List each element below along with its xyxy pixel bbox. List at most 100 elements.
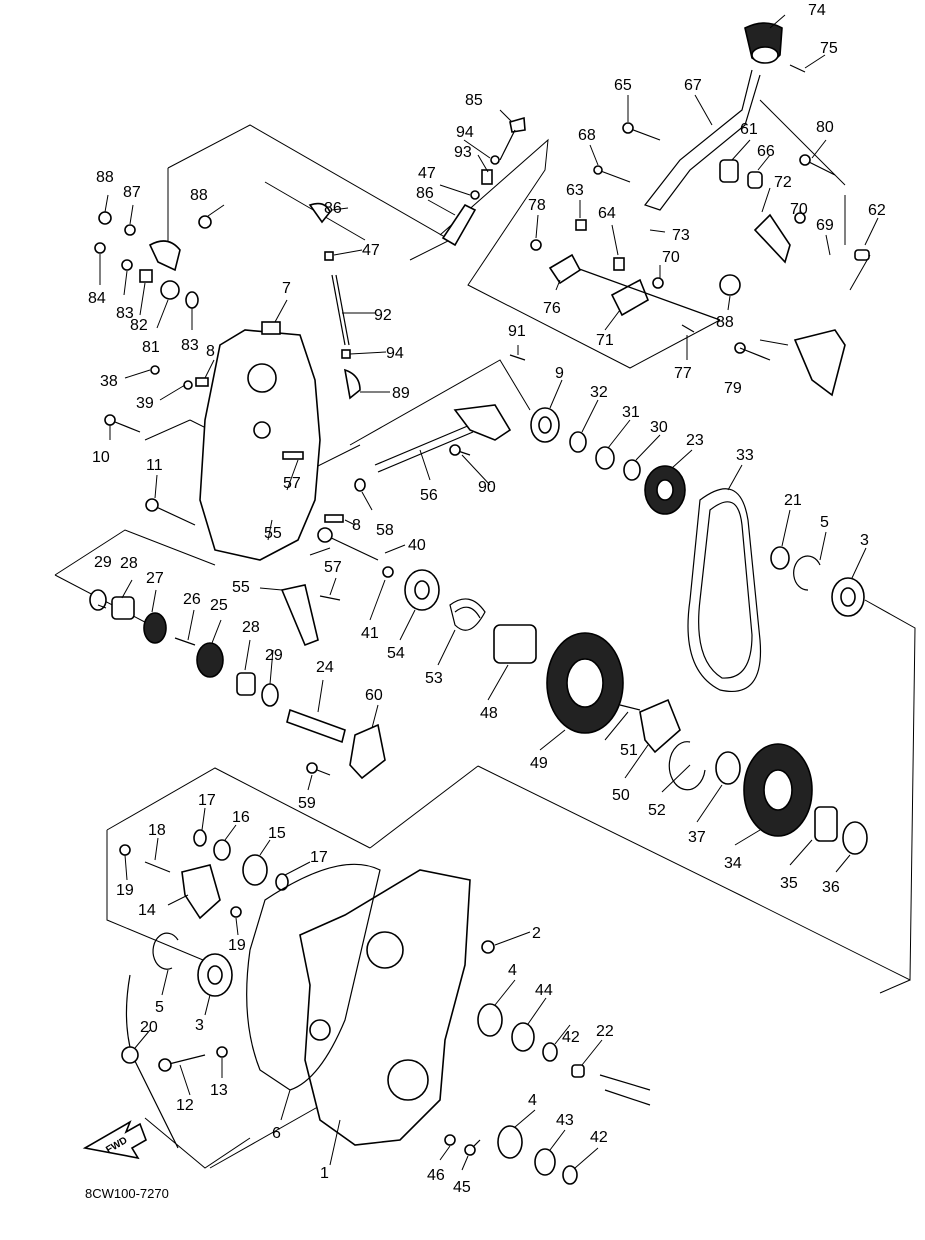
callout-25: 25 <box>210 597 228 614</box>
callout-92: 92 <box>374 307 392 324</box>
callout-52: 52 <box>648 802 666 819</box>
callout-10: 10 <box>92 449 110 466</box>
callout-5: 5 <box>155 999 164 1016</box>
callout-18: 18 <box>148 822 166 839</box>
callout-70: 70 <box>790 201 808 218</box>
callout-44: 44 <box>535 982 553 999</box>
callout-56: 56 <box>420 487 438 504</box>
callout-59: 59 <box>298 795 316 812</box>
callout-30: 30 <box>650 419 668 436</box>
callout-77: 77 <box>674 365 692 382</box>
callout-21: 21 <box>784 492 802 509</box>
callout-58: 58 <box>376 522 394 539</box>
callout-8: 8 <box>206 343 215 360</box>
callout-84: 84 <box>88 290 106 307</box>
callout-75: 75 <box>820 40 838 57</box>
callout-27: 27 <box>146 570 164 587</box>
callout-40: 40 <box>408 537 426 554</box>
callout-2: 2 <box>532 925 541 942</box>
callout-83: 83 <box>116 305 134 322</box>
callout-6: 6 <box>272 1125 281 1142</box>
callout-60: 60 <box>365 687 383 704</box>
callout-42: 42 <box>562 1029 580 1046</box>
callout-19: 19 <box>116 882 134 899</box>
callout-3: 3 <box>860 532 869 549</box>
callout-5: 5 <box>820 514 829 531</box>
callout-64: 64 <box>598 205 616 222</box>
callout-11: 11 <box>146 457 163 474</box>
callout-29: 29 <box>265 647 283 664</box>
callout-70: 70 <box>662 249 680 266</box>
callout-19: 19 <box>228 937 246 954</box>
callout-72: 72 <box>774 174 792 191</box>
callout-3: 3 <box>195 1017 204 1034</box>
callout-1: 1 <box>320 1165 329 1182</box>
callout-79: 79 <box>724 380 742 397</box>
callout-47: 47 <box>362 242 380 259</box>
callout-23: 23 <box>686 432 704 449</box>
callout-26: 26 <box>183 591 201 608</box>
callout-49: 49 <box>530 755 548 772</box>
diagram-code: 8CW100-7270 <box>85 1186 169 1201</box>
callout-15: 15 <box>268 825 286 842</box>
callout-88: 88 <box>716 314 734 331</box>
callout-57: 57 <box>283 475 301 492</box>
callout-7: 7 <box>282 280 291 297</box>
callout-65: 65 <box>614 77 632 94</box>
callout-87: 87 <box>123 184 141 201</box>
callout-39: 39 <box>136 395 154 412</box>
callout-86: 86 <box>416 185 434 202</box>
callout-12: 12 <box>176 1097 194 1114</box>
callout-88: 88 <box>96 169 114 186</box>
callout-28: 28 <box>242 619 260 636</box>
callout-86: 86 <box>324 200 342 217</box>
callout-76: 76 <box>543 300 561 317</box>
callout-4: 4 <box>528 1092 537 1109</box>
callout-28: 28 <box>120 555 138 572</box>
callout-17: 17 <box>310 849 328 866</box>
callout-32: 32 <box>590 384 608 401</box>
leader-lines <box>97 14 879 1171</box>
callout-22: 22 <box>596 1023 614 1040</box>
callout-54: 54 <box>387 645 405 662</box>
callout-31: 31 <box>622 404 640 421</box>
callout-24: 24 <box>316 659 334 676</box>
callout-20: 20 <box>140 1019 158 1036</box>
callout-89: 89 <box>392 385 410 402</box>
callout-69: 69 <box>816 217 834 234</box>
callout-74: 74 <box>808 2 826 19</box>
callout-88: 88 <box>190 187 208 204</box>
callout-91: 91 <box>508 323 526 340</box>
callout-36: 36 <box>822 879 840 896</box>
callout-85: 85 <box>465 92 483 109</box>
callout-61: 61 <box>740 121 758 138</box>
callout-9: 9 <box>555 365 564 382</box>
callout-51: 51 <box>620 742 638 759</box>
callout-37: 37 <box>688 829 706 846</box>
callout-48: 48 <box>480 705 498 722</box>
fwd-arrow: FWD <box>82 1120 147 1160</box>
callout-55: 55 <box>232 579 250 596</box>
callout-90: 90 <box>478 479 496 496</box>
callout-55: 55 <box>264 525 282 542</box>
callout-63: 63 <box>566 182 584 199</box>
callout-80: 80 <box>816 119 834 136</box>
callout-73: 73 <box>672 227 690 244</box>
callout-83: 83 <box>181 337 199 354</box>
callout-34: 34 <box>724 855 742 872</box>
callout-43: 43 <box>556 1112 574 1129</box>
callout-35: 35 <box>780 875 798 892</box>
group-outlines <box>54 99 916 1169</box>
callout-62: 62 <box>868 202 886 219</box>
callout-4: 4 <box>508 962 517 979</box>
callout-66: 66 <box>757 143 775 160</box>
callout-17: 17 <box>198 792 216 809</box>
callout-33: 33 <box>736 447 754 464</box>
callout-46: 46 <box>427 1167 445 1184</box>
callout-67: 67 <box>684 77 702 94</box>
callout-71: 71 <box>596 332 614 349</box>
callout-13: 13 <box>210 1082 228 1099</box>
callout-41: 41 <box>361 625 379 642</box>
